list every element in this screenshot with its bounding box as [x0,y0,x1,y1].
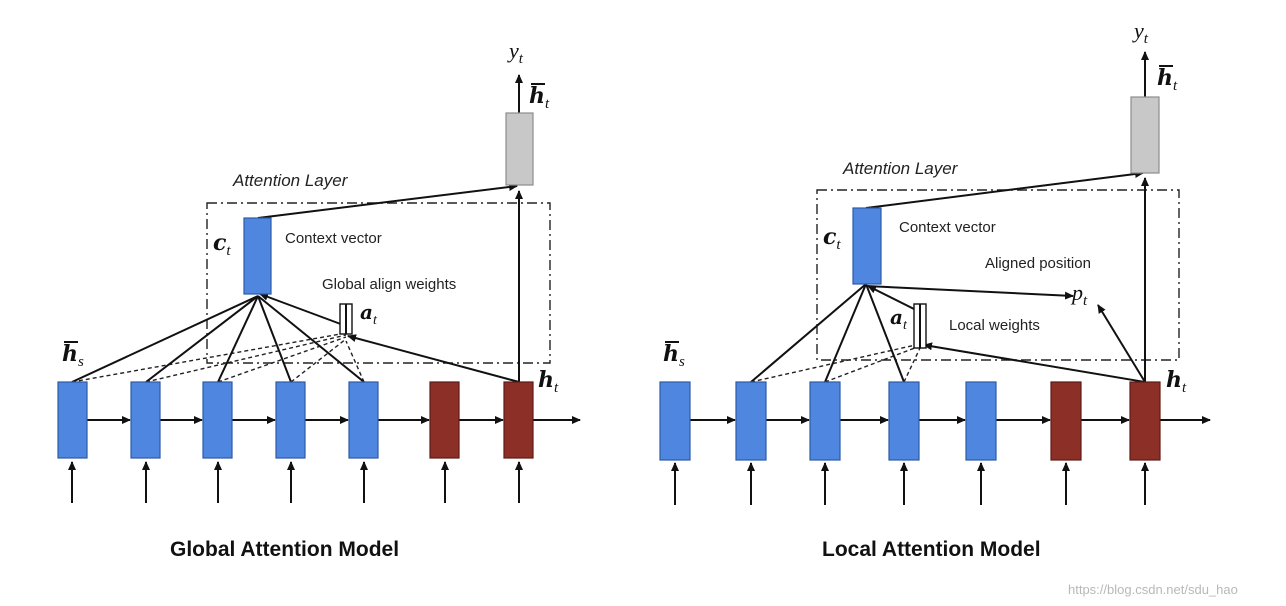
local-ct-symbol: ct [823,224,841,253]
global-context-vector-label: Context vector [285,230,382,247]
local-context-lines [750,51,1149,383]
source-state-box [888,381,920,461]
local-attention-layer-label: Attention Layer [842,159,959,178]
local-weights-label: Local weights [949,317,1040,334]
local-context-vector-label: Context vector [899,219,996,236]
local-at-symbol: at [890,305,908,333]
watermark: https://blog.csdn.net/sdu_hao [1068,582,1238,597]
global-align-weights-label: Global align weights [322,276,456,293]
target-state-box [429,381,460,459]
local-title: Local Attention Model [822,538,1041,561]
global-source-states [57,381,379,459]
local-aligned-position-label: Aligned position [985,255,1091,272]
source-state-box [202,381,233,459]
global-at-symbol: at [360,300,378,328]
local-attentional-state-box [1130,96,1160,174]
local-score-lines [750,343,921,383]
global-title: Global Attention Model [170,538,399,561]
source-state-box [348,381,379,459]
global-target-states [429,381,534,459]
local-ht-symbol: ht [1166,367,1187,396]
global-attention-layer-label: Attention Layer [232,171,349,190]
local-yt-symbol: yt [1132,18,1149,47]
target-state-box [1050,381,1082,461]
global-context-lines [71,74,523,383]
local-pt-symbol: pt [1070,280,1088,309]
local-attention-layer-box [816,189,1180,361]
source-state-box [965,381,997,461]
local-target-states [1050,381,1161,461]
local-context-vector-box [852,207,882,285]
source-state-box [130,381,161,459]
global-attention-model: Attention Layer [57,38,581,561]
local-hs-symbol: hs [663,341,685,370]
source-state-box [735,381,767,461]
global-score-lines [71,332,365,383]
global-context-vector-box [243,217,272,295]
target-state-box [503,381,534,459]
global-htilde-symbol: ht [529,83,550,112]
local-attention-model: Attention Layer [659,18,1211,561]
source-state-box [275,381,306,459]
target-state-box [1129,381,1161,461]
local-htilde-symbol: ht [1157,65,1178,94]
global-yt-symbol: yt [507,38,524,67]
global-input-arrows [68,461,523,503]
global-ct-symbol: ct [213,230,231,259]
global-attentional-state-box [505,112,534,186]
source-state-box [809,381,841,461]
local-input-arrows [671,462,1149,505]
global-attention-layer-box [206,202,551,364]
global-ht-symbol: ht [538,367,559,396]
global-hs-symbol: hs [62,341,84,370]
source-state-box [659,381,691,461]
local-source-states [659,381,997,461]
source-state-box [57,381,88,459]
